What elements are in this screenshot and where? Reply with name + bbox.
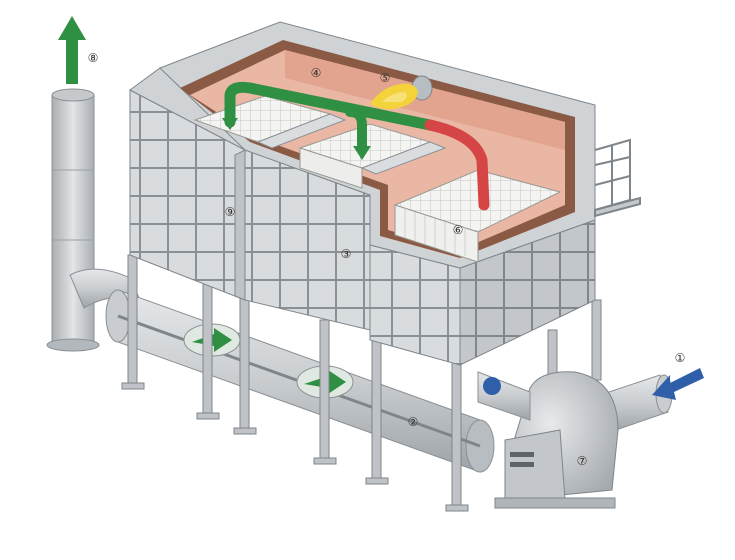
callout-5: ⑤ <box>380 71 391 85</box>
flow-arrowhead-left <box>222 118 238 130</box>
callout-6-label: ⑥ <box>453 223 464 237</box>
flow-arrowhead-middle <box>353 146 371 160</box>
flow-duct-green <box>224 81 436 153</box>
callout-1-label: ① <box>675 351 686 365</box>
callout-8-label: ⑧ <box>88 51 99 65</box>
flow-duct-red <box>424 119 490 211</box>
callout-8: ⑧ <box>88 51 99 65</box>
burner <box>370 75 433 110</box>
fan-connector-pipe <box>477 371 531 421</box>
callout-9: ⑨ <box>225 205 236 219</box>
callout-2: ② <box>408 415 419 429</box>
inlet-arrow <box>652 368 704 400</box>
ceramic-bed-right <box>393 169 562 263</box>
callout-7: ⑦ <box>577 454 588 468</box>
callout-3: ③ <box>341 247 352 261</box>
callout-6: ⑥ <box>453 223 464 237</box>
regenerator-tower-middle <box>234 149 371 331</box>
callout-7-label: ⑦ <box>577 454 588 468</box>
service-platform <box>594 138 641 218</box>
callout-3-label: ③ <box>341 247 352 261</box>
support-frame <box>121 254 602 512</box>
callout-1: ① <box>675 351 686 365</box>
callout-4-label: ④ <box>311 66 322 80</box>
exhaust-up-arrow <box>58 16 86 84</box>
induced-draft-fan <box>494 371 619 509</box>
callout-5-label: ⑤ <box>380 71 391 85</box>
exhaust-stack <box>46 88 141 352</box>
callout-2-label: ② <box>408 415 419 429</box>
callout-9-label: ⑨ <box>225 205 236 219</box>
chamber-partitions <box>256 113 447 175</box>
callout-4: ④ <box>311 66 322 80</box>
